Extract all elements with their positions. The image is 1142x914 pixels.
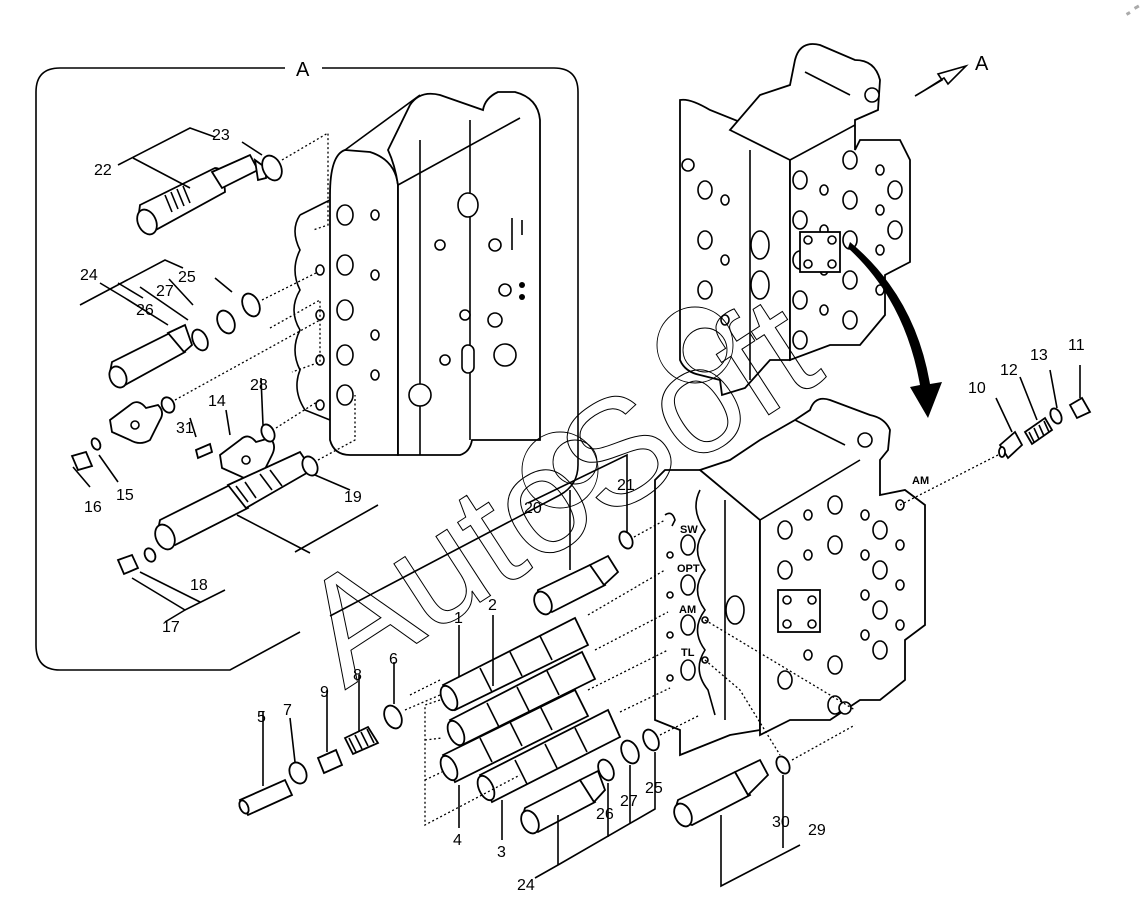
callout-16: 16 [84, 499, 102, 516]
part-26-oring [191, 328, 209, 352]
callout-3: 3 [497, 844, 506, 861]
callout-26-main: 26 [596, 806, 614, 823]
part-25-oring [241, 292, 261, 318]
callout-18: 18 [190, 577, 208, 594]
part-29-relief-valve [673, 755, 801, 888]
main-valve-body: SW OPT AM TL AM [654, 397, 929, 757]
callout-10: 10 [968, 380, 986, 397]
callout-23: 23 [212, 127, 230, 144]
part-7-seat [288, 761, 308, 785]
part-30-oring [775, 755, 791, 775]
view-arrow-label: A [975, 53, 989, 75]
corner-specks [1125, 4, 1140, 16]
callout-26-detail: 26 [136, 302, 154, 319]
part-13-oring [1049, 407, 1063, 425]
callout-19: 19 [344, 489, 362, 506]
callout-24-main: 24 [517, 877, 535, 894]
callout-22: 22 [94, 162, 112, 179]
callout-20: 20 [524, 500, 542, 517]
callout-31: 31 [176, 420, 194, 437]
callout-12: 12 [1000, 362, 1018, 379]
callout-1: 1 [454, 610, 463, 627]
callout-9: 9 [320, 684, 329, 701]
part-28-oring [260, 423, 276, 443]
callout-15: 15 [116, 487, 134, 504]
watermark-rings [521, 306, 734, 509]
callout-6: 6 [389, 651, 398, 668]
callout-27-detail: 27 [156, 283, 174, 300]
spool-3 [476, 708, 622, 804]
port-label-am: AM [679, 604, 696, 616]
part-18-oring [143, 547, 157, 563]
callout-25-main: 25 [645, 780, 663, 797]
callout-13: 13 [1030, 347, 1048, 364]
part-6-cap [383, 704, 403, 730]
detail-valve-body [293, 91, 541, 456]
callout-27-main: 27 [620, 793, 638, 810]
rotation-arrow [848, 242, 942, 418]
callout-17: 17 [162, 619, 180, 636]
spool-2 [446, 650, 597, 747]
part-17-spool-assembly [116, 450, 319, 576]
callout-11: 11 [1068, 337, 1085, 354]
detail-view-a: A [35, 59, 579, 671]
overview-valve-body [679, 43, 911, 397]
main-hole-pattern [777, 495, 905, 715]
callout-25-detail: 25 [178, 269, 196, 286]
part-24-relief-valve-bottom [520, 728, 660, 879]
port-label-tl: TL [681, 647, 695, 659]
part-14-cover [219, 423, 276, 480]
part-cover-left [109, 396, 176, 444]
detail-leader-lines [72, 127, 379, 623]
part-27-backup-bottom [620, 739, 640, 765]
callout-28: 28 [250, 377, 268, 394]
callout-30: 30 [772, 814, 790, 831]
port-label-opt: OPT [677, 563, 700, 575]
part-20-relief-valve [527, 453, 634, 616]
part-26-oring-bottom [597, 758, 615, 782]
callout-21: 21 [617, 477, 635, 494]
callout-8: 8 [353, 667, 362, 684]
view-arrow-a: A [914, 53, 989, 97]
callout-4: 4 [453, 832, 462, 849]
spool-leaders [458, 615, 503, 840]
callout-2: 2 [488, 597, 497, 614]
callout-5: 5 [257, 709, 266, 726]
callout-14: 14 [208, 393, 226, 410]
parts-10-13 [995, 365, 1092, 460]
spools [439, 616, 622, 804]
detail-frame [35, 67, 579, 671]
part-15-oring [90, 437, 102, 451]
callout-7: 7 [283, 702, 292, 719]
port-label-sw: SW [680, 524, 698, 536]
part-16-plug [70, 437, 102, 472]
part-27-backup-ring [216, 309, 236, 335]
part-25-oring-bottom [642, 728, 660, 752]
part-9-sleeve [316, 748, 344, 775]
part-21-oring [618, 530, 634, 550]
detail-view-label: A [296, 59, 310, 81]
spool-1 [439, 616, 590, 712]
part-31-screw [194, 442, 214, 460]
part-11-plug [1068, 396, 1092, 420]
part-19-oring [301, 455, 319, 477]
part-24-relief-valve [108, 292, 261, 389]
spool-4 [439, 688, 590, 784]
overview-hole-pattern [697, 150, 903, 350]
port-label-am-side: AM [912, 475, 929, 487]
callout-24-detail: 24 [80, 267, 98, 284]
spool-dotted-guides [409, 569, 856, 827]
parts-5-9 [238, 662, 403, 817]
callout-29: 29 [808, 822, 826, 839]
part-22-plug [136, 153, 283, 236]
